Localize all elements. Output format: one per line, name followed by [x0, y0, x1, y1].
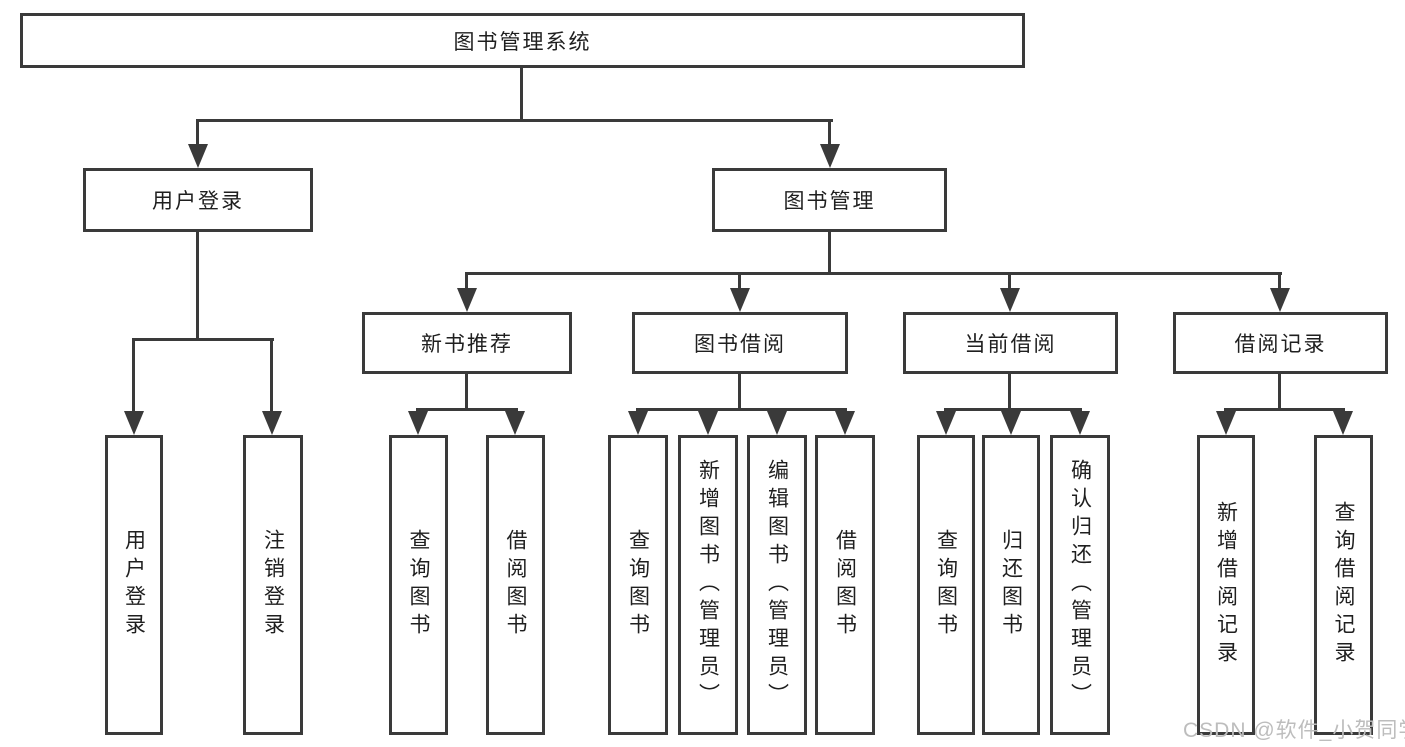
- leaf-add-book-admin-label: 新增图书（管理员）: [696, 459, 720, 711]
- leaf-return-book: 归还图书: [982, 435, 1040, 735]
- connector-line: [270, 338, 273, 414]
- node-current-borrow: 当前借阅: [903, 312, 1118, 374]
- node-borrow-records: 借阅记录: [1173, 312, 1388, 374]
- connector-line: [465, 272, 1282, 275]
- connector-line: [197, 119, 833, 122]
- leaf-query-borrow-record: 查询借阅记录: [1314, 435, 1373, 735]
- leaf-add-borrow-record: 新增借阅记录: [1197, 435, 1255, 735]
- leaf-return-book-label: 归还图书: [999, 529, 1023, 641]
- node-new-book-recommend: 新书推荐: [362, 312, 572, 374]
- connector-line: [132, 338, 135, 414]
- connector-line: [196, 232, 199, 338]
- node-book-management: 图书管理: [712, 168, 947, 232]
- leaf-logout: 注销登录: [243, 435, 303, 735]
- node-current-borrow-label: 当前借阅: [964, 333, 1057, 356]
- connector-line: [1224, 408, 1345, 411]
- node-book-borrow-label: 图书借阅: [694, 333, 786, 356]
- connector-line: [1008, 374, 1011, 408]
- leaf-user-login-label: 用户登录: [122, 529, 146, 641]
- connector-line: [1008, 272, 1011, 292]
- connector-arrowhead: [835, 411, 855, 435]
- leaf-user-login: 用户登录: [105, 435, 163, 735]
- leaf-add-book-admin: 新增图书（管理员）: [678, 435, 738, 735]
- connector-arrowhead: [820, 144, 840, 168]
- leaf-logout-label: 注销登录: [261, 529, 285, 641]
- node-book-management-label: 图书管理: [783, 190, 876, 213]
- connector-arrowhead: [408, 411, 428, 435]
- leaf-query-borrow-record-label: 查询借阅记录: [1332, 501, 1355, 669]
- leaf-borrow-books: 借阅图书: [815, 435, 875, 735]
- node-root-label: 图书管理系统: [453, 30, 592, 54]
- node-root: 图书管理系统: [20, 13, 1025, 68]
- leaf-query-books-current-label: 查询图书: [934, 529, 958, 641]
- leaf-confirm-return-admin-label: 确认归还（管理员）: [1068, 459, 1092, 711]
- connector-arrowhead: [628, 411, 648, 435]
- leaf-borrow-books-recommend-label: 借阅图书: [504, 529, 527, 641]
- connector-arrowhead: [457, 288, 477, 312]
- connector-line: [520, 68, 523, 119]
- csdn-watermark: CSDN @软件_小贺同学: [1183, 719, 1405, 742]
- leaf-edit-book-admin: 编辑图书（管理员）: [747, 435, 807, 735]
- leaf-query-books-recommend-label: 查询图书: [407, 529, 430, 641]
- connector-arrowhead: [124, 411, 144, 435]
- connector-line: [416, 408, 518, 411]
- connector-arrowhead: [767, 411, 787, 435]
- leaf-borrow-books-label: 借阅图书: [833, 529, 857, 641]
- connector-line: [738, 374, 741, 408]
- connector-line: [465, 374, 468, 408]
- connector-arrowhead: [1270, 288, 1290, 312]
- connector-line: [1278, 272, 1281, 292]
- node-new-book-recommend-label: 新书推荐: [421, 333, 513, 356]
- leaf-query-books-borrow: 查询图书: [608, 435, 668, 735]
- connector-arrowhead: [1216, 411, 1236, 435]
- connector-line: [944, 408, 1082, 411]
- connector-arrowhead: [505, 411, 525, 435]
- leaf-borrow-books-recommend: 借阅图书: [486, 435, 545, 735]
- connector-arrowhead: [1001, 411, 1021, 435]
- node-user-login: 用户登录: [83, 168, 313, 232]
- node-book-borrow: 图书借阅: [632, 312, 848, 374]
- leaf-query-books-recommend: 查询图书: [389, 435, 448, 735]
- leaf-query-books-current: 查询图书: [917, 435, 975, 735]
- connector-line: [1278, 374, 1281, 408]
- leaf-query-books-borrow-label: 查询图书: [626, 529, 650, 641]
- connector-line: [196, 119, 199, 147]
- connector-line: [465, 272, 468, 292]
- connector-arrowhead: [936, 411, 956, 435]
- leaf-confirm-return-admin: 确认归还（管理员）: [1050, 435, 1110, 735]
- connector-arrowhead: [730, 288, 750, 312]
- connector-arrowhead: [1000, 288, 1020, 312]
- connector-arrowhead: [262, 411, 282, 435]
- node-borrow-records-label: 借阅记录: [1234, 333, 1327, 356]
- leaf-add-borrow-record-label: 新增借阅记录: [1214, 501, 1238, 669]
- connector-line: [738, 272, 741, 292]
- connector-arrowhead: [698, 411, 718, 435]
- connector-line: [828, 119, 831, 147]
- connector-arrowhead: [1333, 411, 1353, 435]
- connector-line: [636, 408, 847, 411]
- node-user-login-label: 用户登录: [152, 190, 244, 213]
- connector-arrowhead: [188, 144, 208, 168]
- connector-line: [132, 338, 274, 341]
- leaf-edit-book-admin-label: 编辑图书（管理员）: [765, 459, 789, 711]
- connector-arrowhead: [1070, 411, 1090, 435]
- connector-line: [828, 232, 831, 272]
